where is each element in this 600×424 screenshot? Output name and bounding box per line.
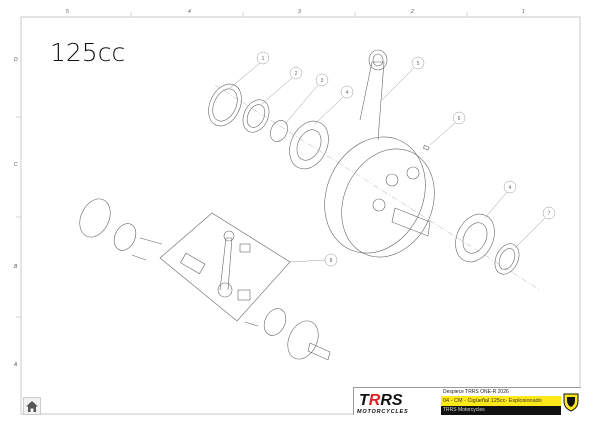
svg-text:5: 5 bbox=[417, 61, 420, 67]
row-label: C bbox=[14, 162, 18, 168]
crank-shaft-end bbox=[391, 207, 431, 237]
exploded-view bbox=[79, 49, 541, 361]
right-half bbox=[263, 308, 287, 336]
title-block-info: Despiece TRRS ONE-R 2026 04 - CM - Cigüe… bbox=[441, 388, 561, 415]
left-flywheel bbox=[79, 198, 111, 238]
part-7-seal bbox=[494, 243, 520, 275]
part-6-key bbox=[422, 144, 430, 151]
svg-text:7: 7 bbox=[548, 211, 551, 217]
title-block-line2: 04 - CM - Cigüeñal 125cc- Explosionado bbox=[441, 396, 561, 406]
column-label: 1 bbox=[522, 9, 525, 15]
svg-text:MOTORCYCLES: MOTORCYCLES bbox=[357, 409, 408, 415]
part-4-bearing bbox=[289, 120, 329, 170]
svg-text:3: 3 bbox=[321, 78, 324, 84]
balloon-4b: 4 bbox=[503, 180, 517, 194]
svg-text:4: 4 bbox=[346, 90, 349, 96]
shield-icon bbox=[563, 393, 579, 412]
svg-text:4: 4 bbox=[509, 185, 512, 191]
drawing-title: 125cc bbox=[50, 38, 126, 67]
crankshaft-web bbox=[324, 136, 426, 254]
balloon-leaders bbox=[229, 62, 546, 263]
balloon-6: 6 bbox=[452, 111, 466, 125]
part-5-conrod bbox=[359, 61, 385, 141]
title-block-line3: TRRS Motorcycles bbox=[441, 406, 561, 415]
crank-pin bbox=[180, 252, 206, 275]
part-2-ring bbox=[242, 99, 270, 133]
title-block-line1: Despiece TRRS ONE-R 2026 bbox=[443, 389, 509, 395]
svg-text:6: 6 bbox=[458, 116, 461, 122]
part-8-kit-box bbox=[159, 212, 291, 322]
balloon-1: 1 bbox=[256, 51, 270, 65]
part-4-bearing-right bbox=[455, 213, 495, 263]
column-label: 3 bbox=[298, 9, 301, 15]
balloon-5: 5 bbox=[411, 56, 425, 70]
right-flywheel bbox=[287, 320, 319, 360]
balloons: 1 2 3 4 5 6 4 7 8 bbox=[256, 51, 556, 267]
row-label: A bbox=[14, 362, 18, 368]
title-block: TRRS MOTORCYCLES Despiece TRRS ONE-R 202… bbox=[353, 387, 581, 415]
row-label: D bbox=[14, 57, 18, 63]
column-label: 4 bbox=[188, 9, 191, 15]
triumph-shield-logo bbox=[561, 388, 581, 415]
part-1-seal bbox=[208, 83, 242, 127]
row-label: B bbox=[14, 264, 18, 270]
balloon-8: 8 bbox=[324, 253, 338, 267]
balloon-2: 2 bbox=[289, 66, 303, 80]
frame-ticks bbox=[16, 12, 468, 318]
column-label: 5 bbox=[66, 9, 69, 15]
drawing-frame bbox=[20, 16, 581, 415]
trrs-logo: TRRS MOTORCYCLES bbox=[354, 388, 440, 415]
column-label: 2 bbox=[411, 9, 414, 15]
svg-text:2: 2 bbox=[295, 71, 298, 77]
svg-text:TRRS: TRRS bbox=[359, 392, 403, 409]
part-3-oring bbox=[270, 120, 288, 142]
balloon-4: 4 bbox=[340, 85, 354, 99]
home-icon bbox=[26, 400, 38, 412]
balloon-7: 7 bbox=[542, 206, 556, 220]
home-button[interactable] bbox=[23, 397, 41, 415]
svg-text:1: 1 bbox=[262, 56, 265, 62]
balloon-3: 3 bbox=[315, 73, 329, 87]
svg-text:8: 8 bbox=[330, 258, 333, 264]
